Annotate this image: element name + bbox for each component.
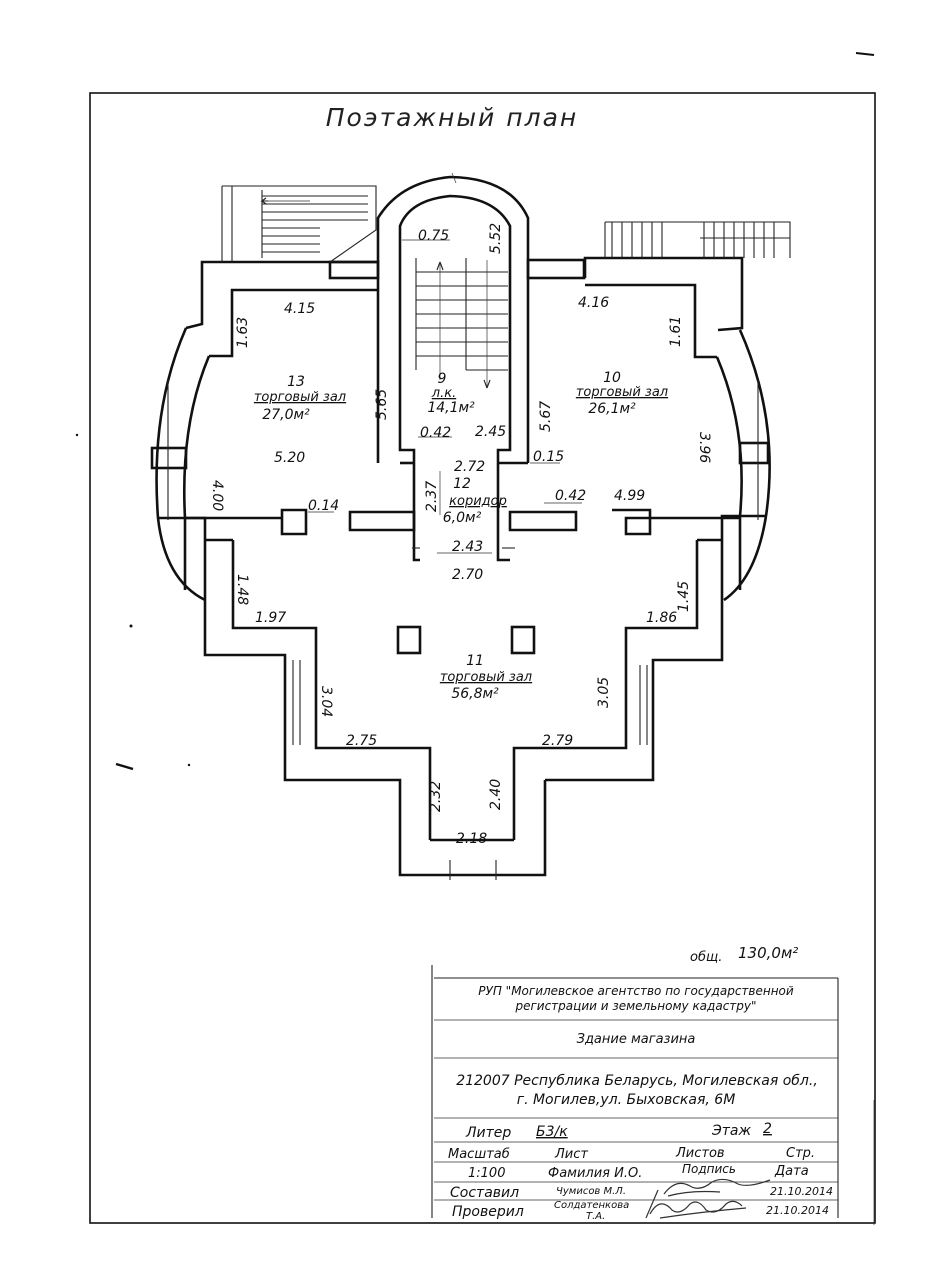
dim-4-00: 4.00 xyxy=(209,480,225,511)
dim-1-63: 1.63 xyxy=(235,317,251,348)
window-lines xyxy=(167,380,759,880)
dim-4-15: 4.15 xyxy=(284,301,315,317)
sheets-label: Листов xyxy=(675,1146,725,1161)
checked-label: Проверил xyxy=(452,1204,524,1220)
dim-4-99: 4.99 xyxy=(614,488,645,504)
dim-3-96: 3.96 xyxy=(696,432,712,463)
title-block: РУП "Могилевское агентство по государств… xyxy=(431,965,875,1225)
room-12-label: 12 коридор 6,0м² xyxy=(443,476,507,526)
org-name-line1: РУП "Могилевское агентство по государств… xyxy=(478,984,794,998)
scan-mark xyxy=(115,762,134,771)
compiled-name: Чумисов М.Л. xyxy=(556,1186,626,1197)
room-9-area: 14,1м² xyxy=(427,400,475,416)
address-line1: 212007 Республика Беларусь, Могилевская … xyxy=(456,1073,818,1089)
dim-3-04: 3.04 xyxy=(318,686,334,717)
room-12-name: коридор xyxy=(449,494,507,509)
page-label: Стр. xyxy=(786,1146,815,1161)
room-9-number: 9 xyxy=(438,371,447,387)
dim-5-20: 5.20 xyxy=(274,450,305,466)
dim-0-75: 0.75 xyxy=(418,228,449,244)
checked-name-line1: Солдатенкова xyxy=(554,1200,629,1211)
dim-1-48: 1.48 xyxy=(234,574,250,605)
liter-label: Литер xyxy=(465,1125,511,1141)
scale-label: Масштаб xyxy=(448,1147,510,1162)
total-area-label: общ. xyxy=(690,950,722,965)
page-title: Поэтажный план xyxy=(326,103,579,132)
room-9-label: 9 л.к. 14,1м² xyxy=(427,371,475,416)
dim-2-72: 2.72 xyxy=(454,459,485,475)
external-stair-left xyxy=(221,185,377,263)
dim-2-79: 2.79 xyxy=(542,733,573,749)
dim-0-14: 0.14 xyxy=(308,498,339,514)
dimension-lines xyxy=(308,239,582,554)
signature-checked xyxy=(645,1189,747,1219)
dim-1-86: 1.86 xyxy=(646,610,677,626)
dim-1-45: 1.45 xyxy=(676,581,692,612)
corner-mark xyxy=(855,52,875,56)
drawing-frame xyxy=(89,92,876,1224)
room-13-number: 13 xyxy=(287,374,305,390)
room-10-area: 26,1м² xyxy=(588,401,636,417)
dim-0-42-b: 0.42 xyxy=(555,488,586,504)
dim-1-97: 1.97 xyxy=(255,610,286,626)
room-11-label: 11 торговый зал 56,8м² xyxy=(440,653,532,702)
total-area-value: 130,0м² xyxy=(738,944,798,962)
dim-2-75: 2.75 xyxy=(346,733,377,749)
name-column-label: Фамилия И.О. xyxy=(548,1166,642,1181)
signature-column-label: Подпись xyxy=(682,1162,736,1176)
dim-2-32: 2.32 xyxy=(428,781,444,812)
room-10-label: 10 торговый зал 26,1м² xyxy=(576,370,668,417)
dim-2-43: 2.43 xyxy=(452,539,483,555)
liter-value: Б3/к xyxy=(536,1124,568,1140)
dim-5-67: 5.67 xyxy=(538,401,554,432)
dim-2-70: 2.70 xyxy=(452,567,483,583)
dimension-labels: 0.75 5.52 4.15 4.16 1.63 1.61 5.65 5.67 … xyxy=(209,223,712,847)
compiled-date: 21.10.2014 xyxy=(770,1185,833,1198)
room-12-number: 12 xyxy=(453,476,471,492)
room-11-area: 56,8м² xyxy=(451,686,499,702)
room-11-name: торговый зал xyxy=(440,670,532,685)
dim-1-61: 1.61 xyxy=(668,316,684,347)
scan-dot xyxy=(75,433,79,437)
dim-2-18: 2.18 xyxy=(456,831,487,847)
walls xyxy=(150,175,771,877)
dim-0-15: 0.15 xyxy=(533,449,564,465)
signature-compiled xyxy=(663,1178,771,1197)
scan-dot xyxy=(187,763,191,767)
room-11-number: 11 xyxy=(466,653,484,669)
sheet-label: Лист xyxy=(554,1147,588,1162)
dim-5-65: 5.65 xyxy=(374,389,390,420)
checked-date: 21.10.2014 xyxy=(766,1204,829,1217)
building-name: Здание магазина xyxy=(577,1032,696,1047)
room-10-name: торговый зал xyxy=(576,385,668,400)
checked-name-line2: Т.А. xyxy=(586,1211,605,1222)
dim-4-16: 4.16 xyxy=(578,295,609,311)
date-column-label: Дата xyxy=(774,1164,809,1179)
dim-0-42-a: 0.42 xyxy=(420,425,451,441)
scale-value: 1:100 xyxy=(468,1166,505,1181)
room-10-number: 10 xyxy=(603,370,621,386)
compiled-label: Составил xyxy=(450,1185,519,1201)
room-13-name: торговый зал xyxy=(254,390,346,405)
dim-2-37: 2.37 xyxy=(424,481,440,512)
room-13-label: 13 торговый зал 27,0м² xyxy=(254,374,346,423)
floor-label: Этаж xyxy=(711,1123,752,1139)
dim-2-45: 2.45 xyxy=(475,424,506,440)
room-13-area: 27,0м² xyxy=(262,407,310,423)
org-name-line2: регистрации и земельному кадастру" xyxy=(514,999,756,1013)
external-stair-right xyxy=(604,221,791,258)
dim-3-05: 3.05 xyxy=(596,677,612,708)
dim-2-40: 2.40 xyxy=(488,779,504,810)
room-12-area: 6,0м² xyxy=(443,510,482,526)
scan-dot xyxy=(129,624,133,628)
floor-value: 2 xyxy=(763,1121,772,1137)
internal-staircase xyxy=(415,172,508,389)
address-line2: г. Могилев,ул. Быховская, 6М xyxy=(517,1092,736,1108)
dim-5-52: 5.52 xyxy=(488,223,504,254)
room-9-name: л.к. xyxy=(431,386,456,401)
